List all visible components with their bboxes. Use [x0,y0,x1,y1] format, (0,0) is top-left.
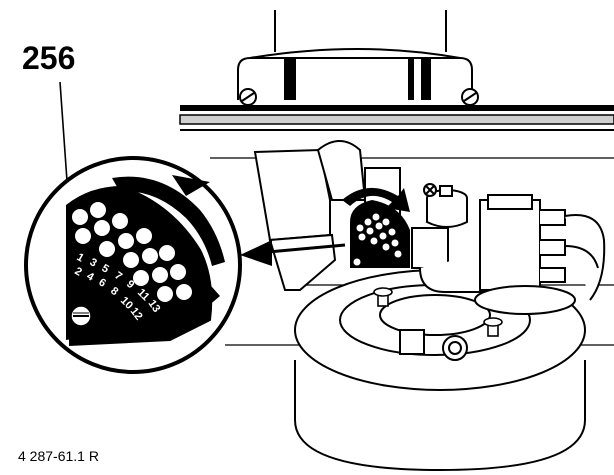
hole-label-top-13: 13 [146,298,163,315]
actuator-assembly [411,183,606,315]
upper-bracket [237,10,479,106]
hole-label-bottom-12: 12 [128,305,145,322]
hole-label-top-1: 1 [75,251,86,264]
hole-label-bottom-2: 2 [73,265,84,278]
rotation-arrow-icon [342,187,410,212]
hole-label-bottom-6: 6 [96,276,108,289]
pointer-arrow-icon [240,240,346,266]
inset-hole-numbers: 1 3 5 7 9 11 13 2 4 6 8 10 12 [73,251,163,322]
housing-fasteners [373,287,503,337]
hole-label-top-7: 7 [112,270,124,283]
hole-label-top-5: 5 [100,262,111,275]
callout-leader [59,81,69,196]
hole-label-top-3: 3 [88,256,99,269]
mounting-rail [179,105,614,131]
screw-icon [70,305,92,327]
callout-number: 256 [22,40,76,76]
figure-id: 4 287-61.1 R [18,448,99,464]
cam-plate-small [350,200,410,268]
inset-holes [72,202,192,302]
